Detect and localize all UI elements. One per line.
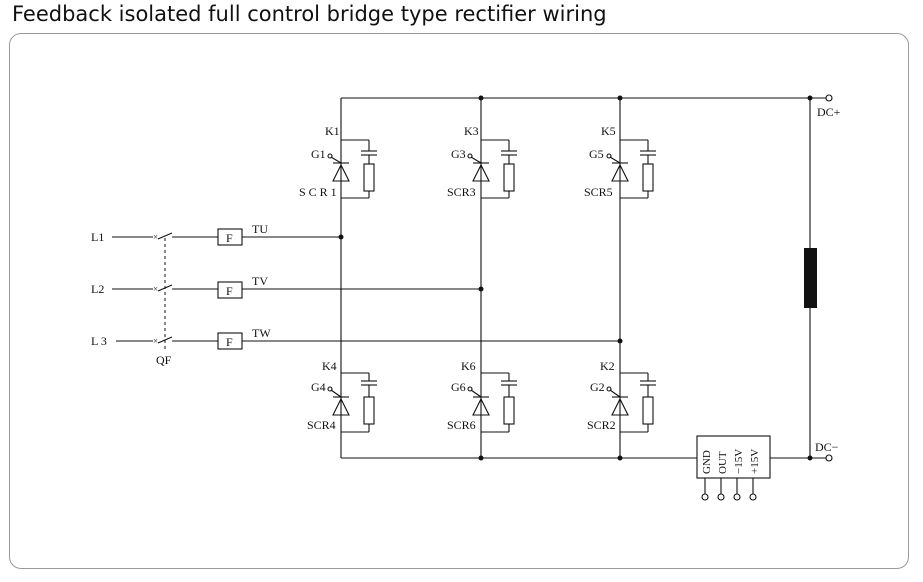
l2-label: L2 bbox=[91, 282, 104, 296]
sensor-pin-out: OUT bbox=[717, 451, 729, 474]
scr6-k-label: K6 bbox=[461, 359, 476, 373]
current-sensor: GND OUT −15V +15V bbox=[696, 435, 771, 501]
fuse-v bbox=[217, 281, 243, 299]
svg-text:×: × bbox=[153, 284, 158, 294]
scr3-k-label: K3 bbox=[464, 124, 479, 138]
fuse-v-label: F bbox=[226, 284, 233, 298]
sensor-pin-gnd: GND bbox=[701, 450, 713, 474]
scr4-k-label: K4 bbox=[322, 359, 337, 373]
scr2-name: SCR2 bbox=[587, 418, 616, 432]
phase-v-label: TV bbox=[252, 274, 268, 288]
svg-text:×: × bbox=[153, 232, 158, 242]
dc-minus-terminal: DC− bbox=[815, 440, 839, 462]
page-title: Feedback isolated full control bridge ty… bbox=[12, 2, 607, 26]
dc-plus-label: DC+ bbox=[817, 105, 841, 119]
bridge-legs bbox=[340, 98, 621, 458]
l3-label: L 3 bbox=[91, 334, 107, 348]
input-line-l1: L1 × F TU bbox=[91, 222, 341, 246]
scr5-name: SCR5 bbox=[584, 185, 613, 199]
dc-plus-terminal: DC+ bbox=[817, 94, 841, 119]
phase-u-label: TU bbox=[252, 222, 268, 236]
phase-w-label: TW bbox=[252, 326, 271, 340]
input-line-l2: L2 × F TV bbox=[91, 274, 481, 299]
qf-label: QF bbox=[156, 353, 172, 367]
scr3-name: SCR3 bbox=[447, 185, 476, 199]
thyristor-scr2: K2 G2 SCR2 bbox=[587, 359, 656, 433]
scr3-g-label: G3 bbox=[451, 147, 466, 161]
thyristor-scr5: K5 G5 SCR5 bbox=[584, 124, 656, 199]
scr1-name: S C R 1 bbox=[299, 185, 337, 199]
l1-label: L1 bbox=[91, 230, 104, 244]
fuse-u-label: F bbox=[226, 231, 233, 245]
load-reactor bbox=[804, 248, 817, 308]
scr6-g-label: G6 bbox=[451, 380, 466, 394]
fuse-w-label: F bbox=[226, 335, 233, 349]
thyristor-scr6: K6 G6 SCR6 bbox=[447, 359, 517, 433]
svg-text:×: × bbox=[153, 336, 158, 346]
scr2-k-label: K2 bbox=[600, 359, 615, 373]
thyristor-scr1: K1 G1 S C R 1 bbox=[299, 124, 377, 199]
sensor-body bbox=[696, 435, 771, 479]
thyristor-scr4: K4 G4 SCR4 bbox=[307, 359, 377, 433]
sensor-pin-neg15: −15V bbox=[733, 449, 745, 474]
thyristor-scr3: K3 G3 SCR3 bbox=[447, 124, 517, 199]
bus-junctions bbox=[338, 95, 813, 461]
dc-output-branch bbox=[804, 98, 817, 461]
scr4-name: SCR4 bbox=[307, 418, 336, 432]
dc-minus-label: DC− bbox=[815, 440, 839, 454]
scr6-name: SCR6 bbox=[447, 418, 476, 432]
scr1-k-label: K1 bbox=[325, 124, 340, 138]
diagram-frame bbox=[9, 33, 909, 569]
input-line-l3: L 3 × F TW bbox=[91, 326, 620, 350]
scr5-g-label: G5 bbox=[589, 147, 604, 161]
sensor-pin-pos15: +15V bbox=[749, 449, 761, 474]
scr4-g-label: G4 bbox=[311, 380, 326, 394]
breaker-qf: QF bbox=[156, 238, 172, 367]
scr2-g-label: G2 bbox=[590, 380, 605, 394]
scr1-g-label: G1 bbox=[311, 147, 326, 161]
scr5-k-label: K5 bbox=[601, 124, 616, 138]
